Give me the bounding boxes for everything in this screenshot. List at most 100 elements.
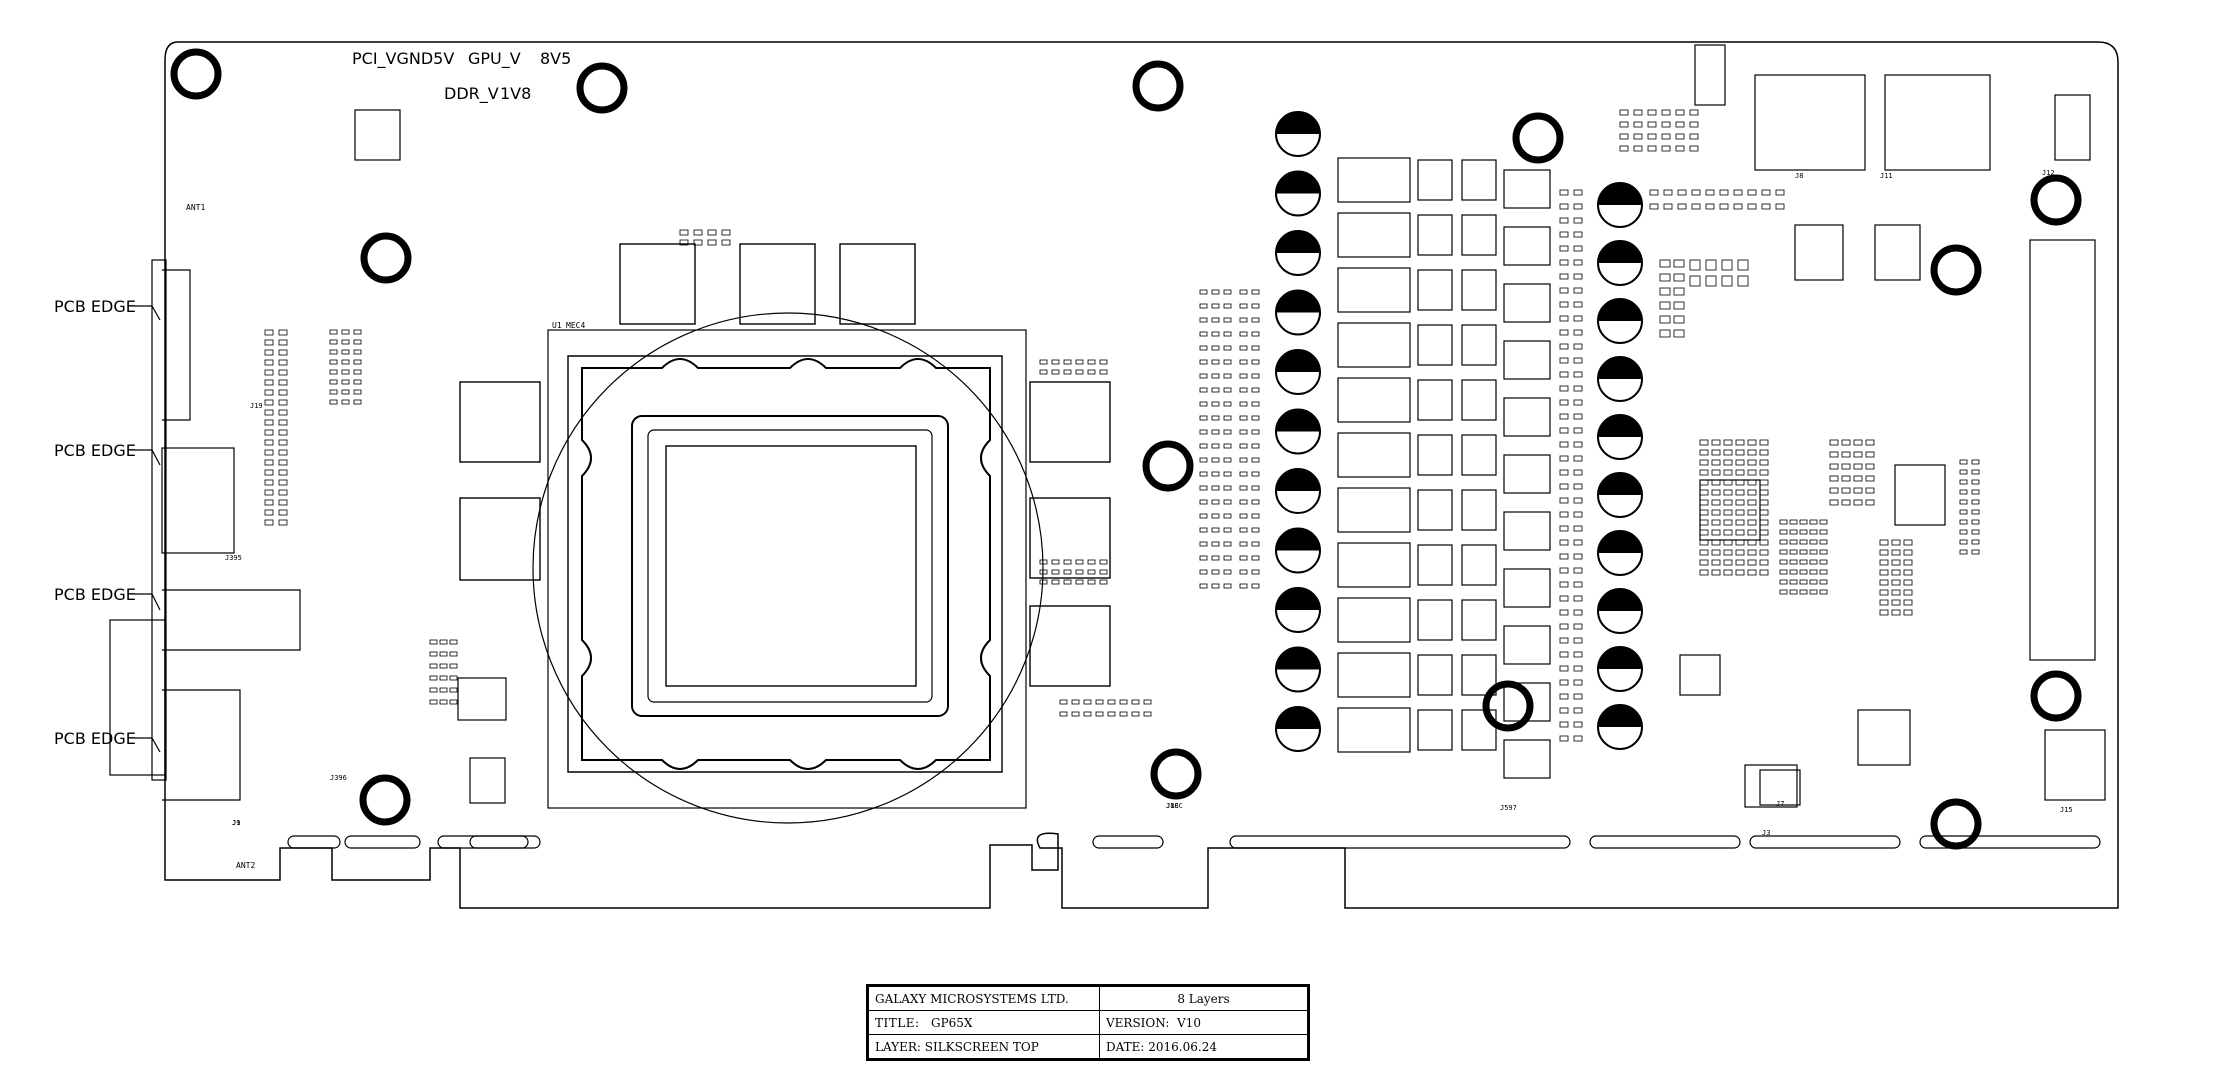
passive-part [1759,449,1769,456]
passive-part [1633,133,1643,140]
passive-part [1087,369,1096,375]
passive-part [429,651,438,657]
passive-part [1223,317,1232,323]
passive-part [1573,441,1583,448]
passive-part [449,687,458,693]
passive-part [264,449,274,456]
passive-part [1959,529,1968,535]
passive-part [1903,599,1913,606]
passive-part [1573,553,1583,560]
passive-part [1879,589,1889,596]
passive-part [1891,589,1901,596]
passive-part [1573,427,1583,434]
passive-part [1841,451,1851,458]
passive-part [429,663,438,669]
passive-part [1759,569,1769,576]
inductor-small [1417,544,1453,586]
inductor [1337,267,1411,313]
passive-part [329,369,338,375]
mounting-holes [170,48,2082,850]
passive-part [429,699,438,705]
mounting-hole [359,774,411,826]
passive-part [1723,449,1733,456]
layer-label: LAYER: [875,1039,921,1054]
passive-part [1559,637,1569,644]
passive-part [1711,549,1721,556]
passive-part [1199,401,1208,407]
passive-part [1573,651,1583,658]
passive-part [278,329,288,336]
passive-part [1131,699,1140,705]
edge-cutout [1919,835,2101,849]
passive-part [1705,275,1717,287]
passive-part [1649,189,1659,196]
passive-part [1959,489,1968,495]
passive-part [1199,555,1208,561]
passive-part [1789,559,1798,565]
passive-part [1223,527,1232,533]
layer-cell: LAYER: SILKSCREEN TOP [868,1034,1100,1059]
passive-part [278,479,288,486]
passive-part [1747,519,1757,526]
passive-part [1789,549,1798,555]
passive-components [264,109,1980,742]
passive-part [1223,401,1232,407]
passive-part [1959,509,1968,515]
passive-part [1971,529,1980,535]
passive-part [1779,569,1788,575]
mosfet [1503,682,1551,722]
passive-part [1573,189,1583,196]
passive-part [439,699,448,705]
passive-part [1559,679,1569,686]
passive-part [1647,121,1657,128]
passive-part [1799,519,1808,525]
passive-part [439,687,448,693]
passive-part [1239,387,1248,393]
passive-part [1959,459,1968,465]
memory-chip [1029,381,1111,463]
passive-part [278,379,288,386]
passive-part [1711,509,1721,516]
passive-part [1211,387,1220,393]
passive-part [1559,385,1569,392]
passive-part [1223,485,1232,491]
edge-cutout [469,835,541,849]
passive-part [1733,189,1743,196]
passive-part [341,369,350,375]
passive-part [1119,711,1128,717]
passive-part [439,675,448,681]
passive-part [1559,735,1569,742]
passive-part [1251,457,1260,463]
passive-part [1689,121,1699,128]
passive-part [1903,539,1913,546]
edge-cutout [1229,835,1571,849]
passive-part [1573,511,1583,518]
memory-chip [459,497,541,581]
capacitor [1597,240,1643,286]
passive-part [1711,529,1721,536]
passive-part [329,399,338,405]
passive-part [1971,519,1980,525]
capacitor [1597,646,1643,692]
passive-part [264,509,274,516]
passive-part [1675,109,1685,116]
passive-part [1971,539,1980,545]
passive-part [1063,579,1072,585]
passive-part [429,639,438,645]
mosfet [1503,397,1551,437]
passive-part [1633,109,1643,116]
inductor-small [1461,159,1497,201]
passive-part [1723,529,1733,536]
passive-part [1779,589,1788,595]
passive-part [1075,579,1084,585]
passive-part [1251,303,1260,309]
passive-part [1199,471,1208,477]
passive-part [1559,511,1569,518]
passive-part [1559,721,1569,728]
reference-designator: J8 [1795,172,1803,180]
passive-part [1711,519,1721,526]
inductor-small [1461,599,1497,641]
passive-part [1251,527,1260,533]
passive-part [1661,133,1671,140]
passive-part [707,239,717,246]
